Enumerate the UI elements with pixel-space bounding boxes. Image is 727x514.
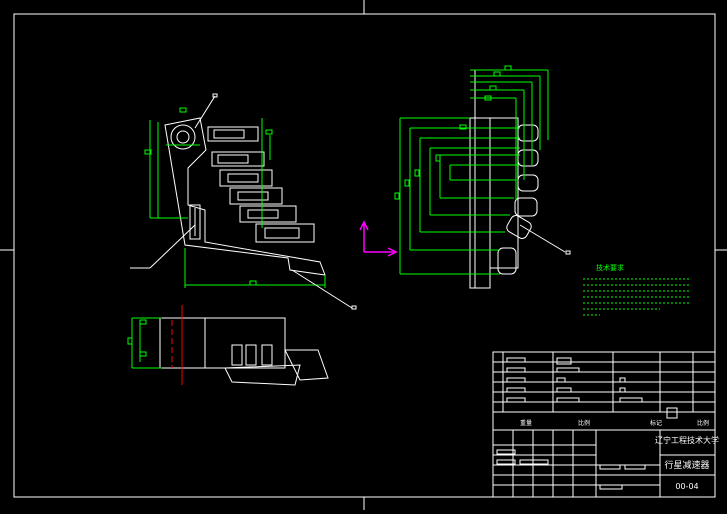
side-view [469, 70, 539, 289]
front-view-dimensions [144, 107, 326, 288]
title-block [492, 351, 716, 498]
col-ratio-label: 比例 [578, 419, 590, 427]
ucs-axis-icon [359, 220, 398, 257]
centerline [171, 305, 183, 385]
part-name: 行星减速器 [664, 459, 709, 471]
top-view [159, 317, 329, 386]
company-name: 辽宁工程技术大学 [655, 435, 719, 445]
leader-lines [130, 93, 571, 310]
technical-notes: 技术要求 [583, 263, 690, 316]
col-weight-label: 重量 [520, 419, 532, 427]
title-block-text: 重量 比例 标记 比例 辽宁工程技术大学 行星减速器 00-04 [520, 419, 719, 491]
top-view-dimensions [127, 317, 162, 369]
side-view-dimensions [394, 65, 549, 275]
front-view [164, 117, 326, 276]
col-scale-label: 比例 [697, 419, 709, 427]
drawing-number: 00-04 [675, 482, 698, 491]
col-mark-label: 标记 [650, 419, 662, 427]
tech-note-title: 技术要求 [596, 263, 624, 272]
